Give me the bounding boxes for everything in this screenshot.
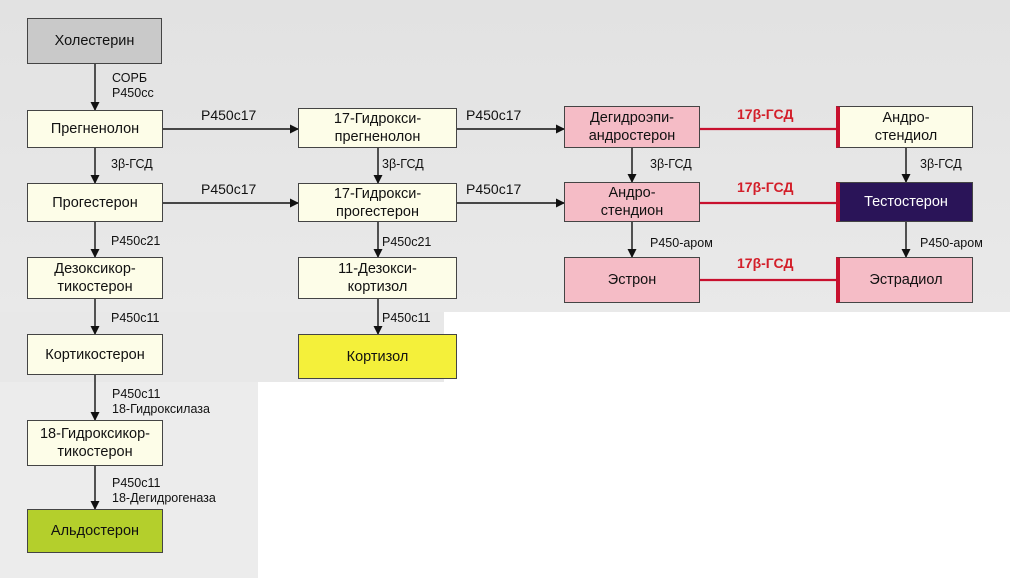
box-hydroxyprogesterone: 17-Гидрокси- прогестерон (298, 183, 457, 222)
label-p450c11-4: P450c11 (382, 311, 431, 325)
label-p450c11-2: P450c11 (112, 387, 161, 401)
label-17b-hsd-2: 17β-ГСД (737, 179, 794, 195)
label-p450c21-1: P450c21 (111, 234, 161, 248)
label-p450cc: P450сс (112, 86, 154, 100)
label-3b-gsd-1: 3β-ГСД (111, 157, 153, 171)
box-androstenediol: Андро- стендиол (836, 106, 973, 148)
box-estrone: Эстрон (564, 257, 700, 303)
label-17b-hsd-3: 17β-ГСД (737, 255, 794, 271)
box-aldosterone: Альдостерон (27, 509, 163, 553)
label-p450-arom-2: P450-аром (920, 236, 983, 250)
label-18-dehydrogenase: 18-Дегидрогеназа (112, 491, 216, 505)
box-estradiol: Эстрадиол (836, 257, 973, 303)
label-p450c21-2: P450c21 (382, 235, 432, 249)
box-cholesterol: Холестерин (27, 18, 162, 64)
box-cortisol: Кортизол (298, 334, 457, 379)
label-3b-gsd-4: 3β-ГСД (920, 157, 962, 171)
label-3b-gsd-3: 3β-ГСД (650, 157, 692, 171)
label-17b-hsd-1: 17β-ГСД (737, 106, 794, 122)
label-p450c17-4: P450c17 (466, 181, 522, 197)
label-p450-arom-1: P450-аром (650, 236, 713, 250)
box-deoxycorticosterone: Дезоксикор- тикостерон (27, 257, 163, 299)
label-18-hydroxylase: 18-Гидроксилаза (112, 402, 210, 416)
box-pregnenolone: Прегненолон (27, 110, 163, 148)
label-p450c17-2: P450c17 (201, 181, 257, 197)
label-p450c17-1: P450c17 (201, 107, 257, 123)
box-deoxycortisol: 11-Дезокси- кортизол (298, 257, 457, 299)
box-hydroxypregnenolone: 17-Гидрокси- прегненолон (298, 108, 457, 148)
label-p450c17-3: P450c17 (466, 107, 522, 123)
box-hydroxycorticosterone: 18-Гидроксикор- тикостерон (27, 420, 163, 466)
label-p450c11-3: P450c11 (112, 476, 161, 490)
label-3b-gsd-2: 3β-ГСД (382, 157, 424, 171)
box-progesterone: Прогестерон (27, 183, 163, 222)
label-corb: СОРБ (112, 71, 148, 85)
box-dhea: Дегидроэпи- андростерон (564, 106, 700, 148)
box-corticosterone: Кортикостерон (27, 334, 163, 375)
box-testosterone: Тестостерон (836, 182, 973, 222)
box-androstenedione: Андро- стендион (564, 182, 700, 222)
label-p450c11-1: P450c11 (111, 311, 160, 325)
